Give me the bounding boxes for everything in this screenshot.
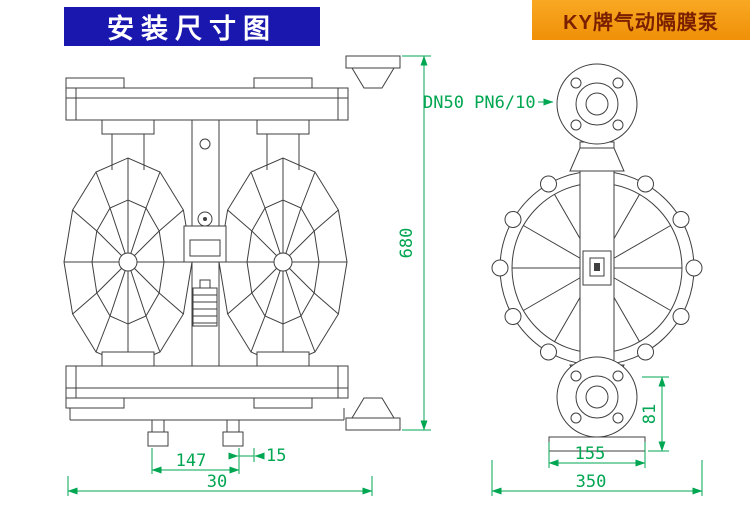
dimension-foot-offset: 15 bbox=[228, 446, 286, 474]
flange-spec-label: DN50 PN6/10 bbox=[423, 93, 536, 113]
dimension-flange-spec: DN50 PN6/10 bbox=[423, 93, 554, 113]
front-view-drawing bbox=[63, 55, 401, 447]
dim-147-label: 147 bbox=[176, 451, 207, 471]
dimension-flange-width: 155 bbox=[548, 442, 646, 468]
page-title: 安装尺寸图 bbox=[64, 7, 320, 46]
dim-30-label: 30 bbox=[207, 472, 227, 492]
dimension-base-width: 30 bbox=[67, 472, 373, 496]
dimension-overall-height: 680 bbox=[397, 55, 431, 431]
dim-81-label: 81 bbox=[640, 404, 660, 424]
brand-badge-text: KY牌气动隔膜泵 bbox=[563, 11, 719, 34]
dim-155-label: 155 bbox=[575, 444, 606, 464]
side-view-drawing bbox=[491, 63, 703, 452]
dimension-overall-depth: 350 bbox=[491, 460, 703, 496]
page-title-text: 安装尺寸图 bbox=[107, 14, 277, 44]
dim-350-label: 350 bbox=[576, 472, 607, 492]
brand-badge: KY牌气动隔膜泵 bbox=[532, 0, 750, 40]
dimension-foot-spacing: 147 bbox=[151, 448, 240, 474]
dim-680-label: 680 bbox=[397, 228, 417, 259]
dim-15-label: 15 bbox=[266, 446, 286, 466]
dimension-outlet-height: 81 bbox=[640, 376, 669, 452]
